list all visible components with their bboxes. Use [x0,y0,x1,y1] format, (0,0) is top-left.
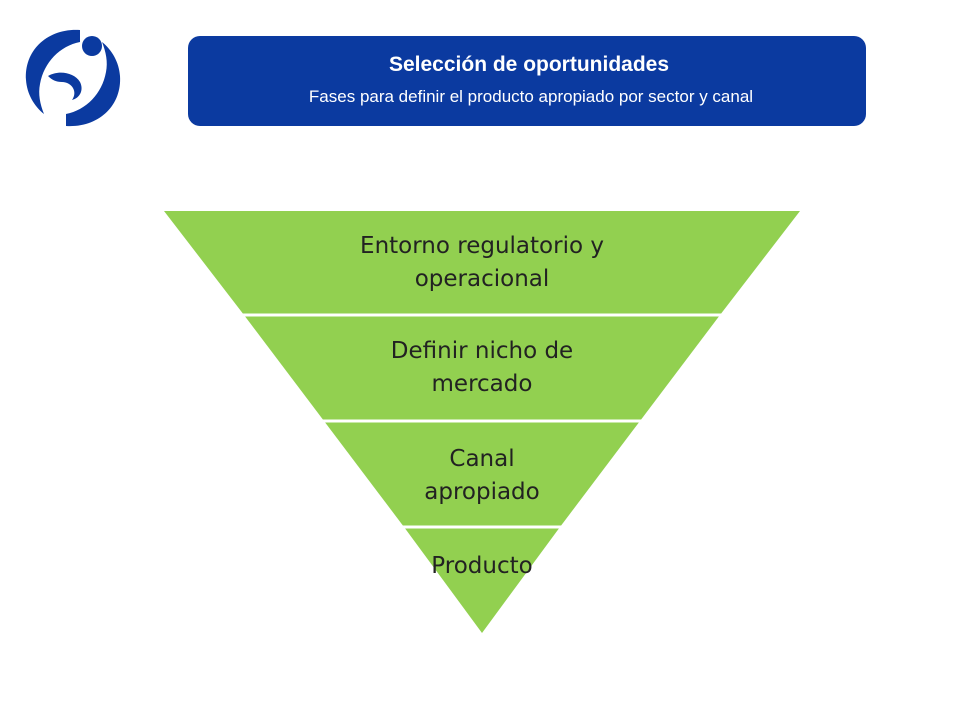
logo-center-piece [48,72,82,100]
funnel-stage-1 [164,211,800,315]
funnel-stage-4 [404,527,560,633]
logo-right-swoosh [66,42,121,127]
funnel-stage-3 [324,421,640,527]
logo-left-swoosh [25,29,80,114]
funnel-stage-2-line-2: mercado [431,371,533,397]
funnel-stage-4-line-1: Producto [431,553,533,579]
funnel-stage-4-label: Producto [282,550,682,583]
funnel-stage-3-label: Canal apropiado [282,443,682,509]
funnel-stage-3-line-2: apropiado [424,479,540,505]
organization-logo-icon [25,29,121,127]
header-banner: Selección de oportunidades Fases para de… [188,36,866,126]
funnel-stage-1-label: Entorno regulatorio y operacional [282,230,682,296]
funnel-stage-1-line-2: operacional [414,266,550,292]
logo-dot [82,36,102,56]
funnel-stage-1-line-1: Entorno regulatorio y [360,233,604,259]
funnel-stage-3-line-1: Canal [449,446,515,472]
funnel-stage-2 [244,315,720,421]
funnel-stage-2-line-1: Definir nicho de [390,338,574,364]
funnel-stage-2-label: Definir nicho de mercado [282,335,682,401]
header-title: Selección de oportunidades [388,53,670,76]
header-subtitle: Fases para definir el producto apropiado… [308,87,754,106]
